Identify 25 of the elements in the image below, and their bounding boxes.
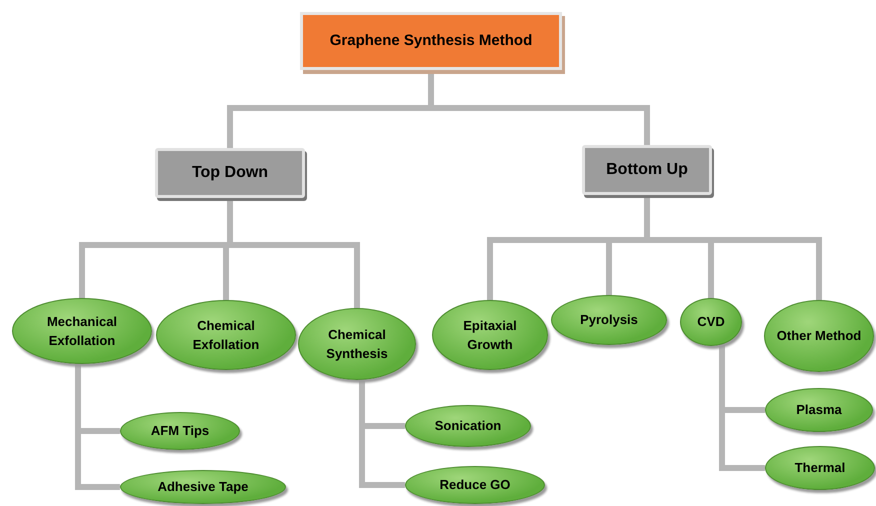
node-label: Sonication — [434, 417, 502, 436]
node-label: Plasma — [796, 401, 842, 420]
method-ellipse — [405, 405, 531, 447]
node-label: Bottom Up — [606, 160, 688, 180]
node-label: Chemical Synthesis — [325, 326, 389, 363]
node-label: Top Down — [192, 163, 268, 183]
node-label: Pyrolysis — [580, 311, 638, 330]
node-label: Chemical Exfollation — [192, 316, 260, 354]
node-label: Epitaxial Growth — [462, 316, 518, 354]
node-label: AFM Tips — [150, 422, 210, 440]
method-ellipse — [120, 412, 240, 450]
node-label: Adhesive Tape — [158, 478, 248, 496]
node-label: Mechanical Exfollation — [46, 312, 118, 350]
method-ellipse — [405, 466, 545, 504]
node-label: Reduce GO — [440, 476, 510, 494]
node-label: CVD — [697, 313, 725, 332]
method-ellipse — [680, 298, 742, 346]
method-ellipse — [551, 295, 667, 345]
category-box — [582, 145, 712, 195]
method-ellipse — [765, 388, 873, 432]
method-ellipse — [765, 446, 875, 490]
category-box — [155, 148, 305, 198]
node-label: Thermal — [794, 459, 846, 478]
node-label: Graphene Synthesis Method — [330, 30, 532, 51]
node-label: Other Method — [776, 327, 862, 346]
